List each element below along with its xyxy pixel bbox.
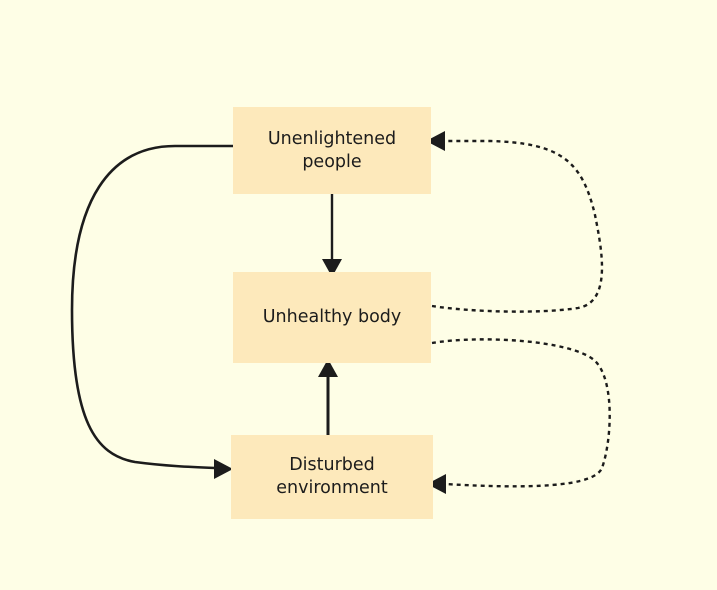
arrow-bottom-to-middle xyxy=(318,359,338,435)
node-top-label-line1: Unenlightened xyxy=(267,128,397,149)
node-disturbed-environment: Disturbed environment xyxy=(231,435,433,519)
node-top-label-line2: people xyxy=(302,151,362,172)
node-unenlightened-people: Unenlightened people xyxy=(233,107,431,194)
node-unhealthy-body: Unhealthy body xyxy=(233,272,431,363)
arrow-middle-to-top-dotted xyxy=(426,131,604,313)
node-bottom-label-line2: environment xyxy=(276,478,388,498)
arrow-top-to-bottom-curve xyxy=(70,144,233,479)
arrow-middle-to-bottom-dotted xyxy=(427,338,611,494)
arrow-top-to-middle xyxy=(322,194,342,277)
node-middle-label: Unhealthy body xyxy=(262,307,402,327)
node-bottom-label-line1: Disturbed xyxy=(289,455,375,475)
